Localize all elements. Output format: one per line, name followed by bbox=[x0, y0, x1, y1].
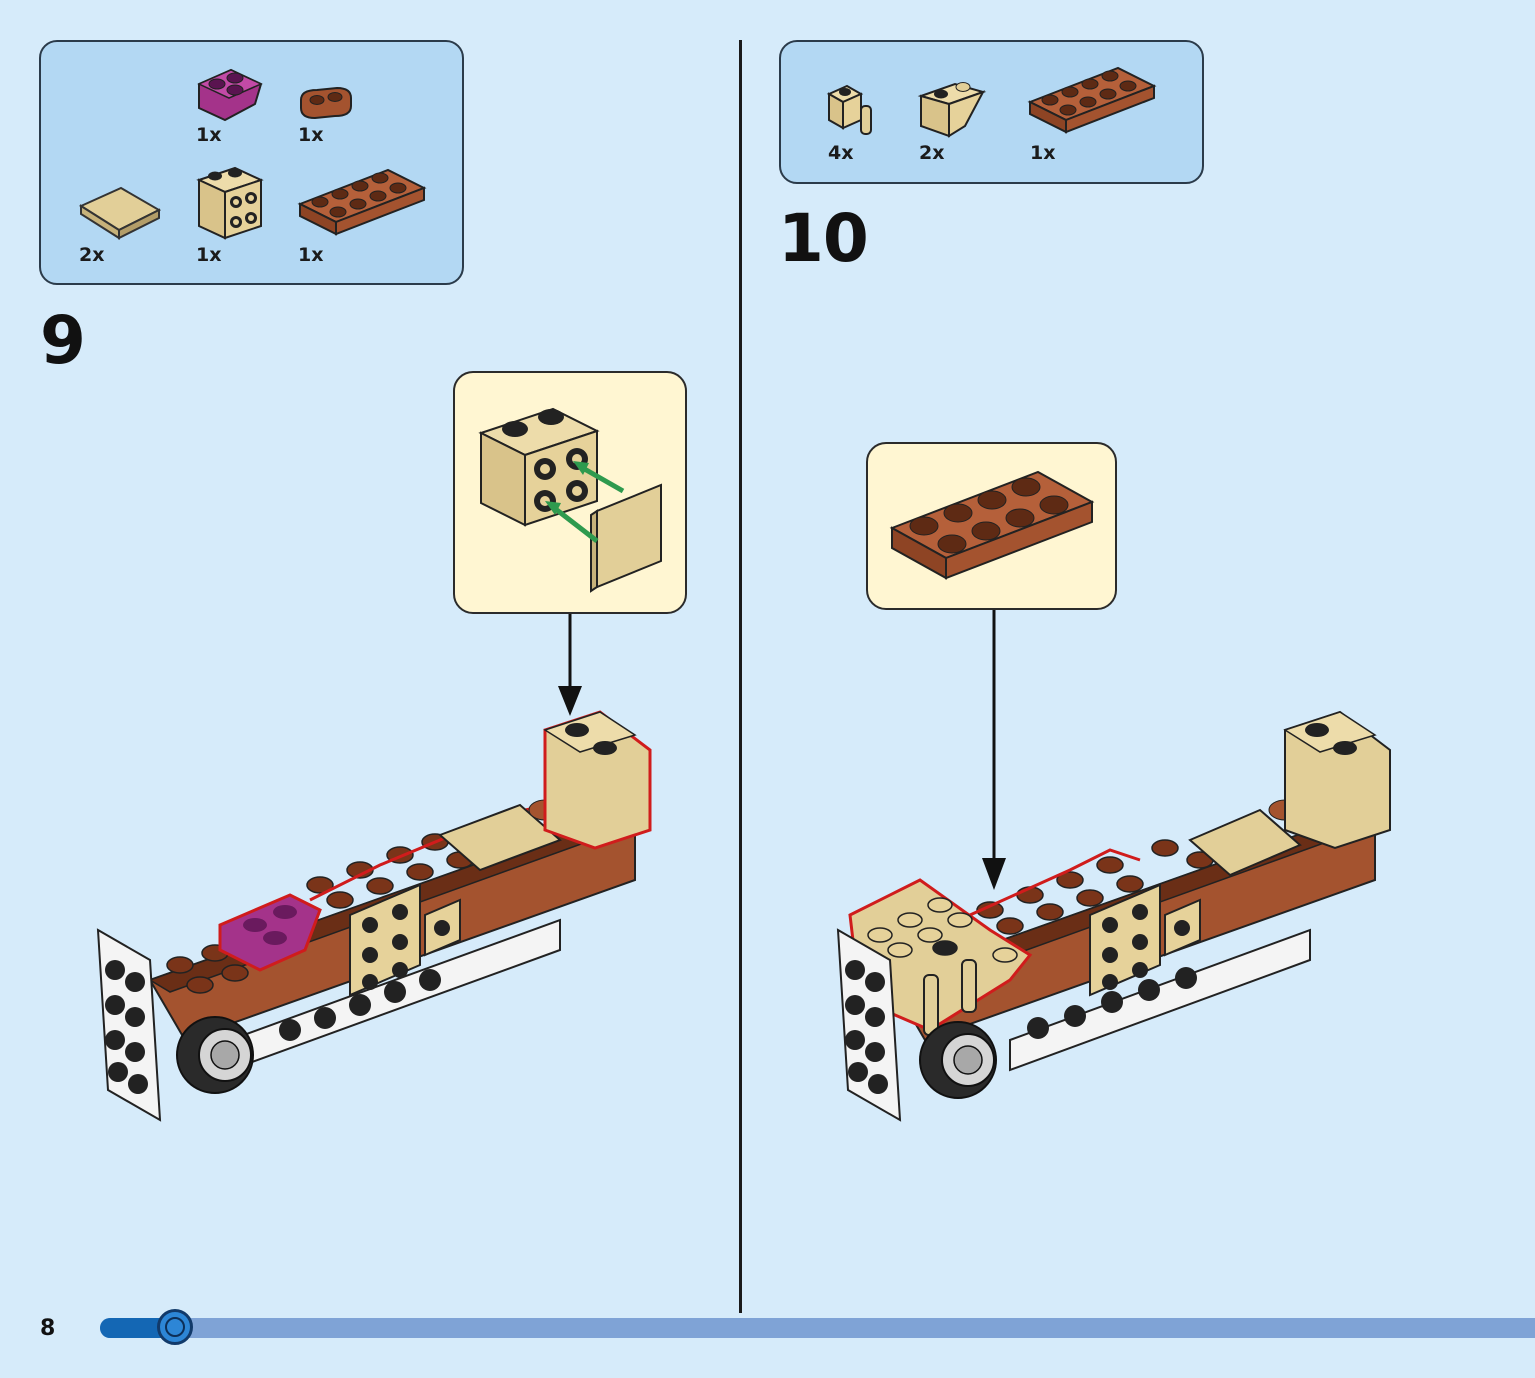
magenta-wedge-plate-icon bbox=[197, 68, 263, 122]
step9-parts-box: 1x 1x 2x 1x 1x bbox=[39, 40, 464, 285]
step9-callout bbox=[453, 371, 687, 614]
step9-vehicle-model bbox=[96, 710, 652, 1122]
step10-down-arrow bbox=[982, 610, 1006, 890]
part-qty: 4x bbox=[828, 142, 854, 164]
progress-knob[interactable] bbox=[156, 1309, 193, 1345]
reddish-brown-plate-2x4-icon bbox=[297, 168, 427, 236]
step-divider bbox=[739, 40, 742, 1313]
step9-down-arrow bbox=[558, 614, 582, 716]
progress-fill bbox=[100, 1318, 175, 1338]
part-qty: 1x bbox=[196, 244, 222, 266]
page-number: 8 bbox=[40, 1316, 56, 1341]
part-qty: 1x bbox=[298, 124, 324, 146]
step9-number: 9 bbox=[40, 302, 86, 379]
part-qty: 2x bbox=[919, 142, 945, 164]
step10-number: 10 bbox=[778, 200, 869, 277]
tan-brick-2x2-studs-on-side-icon bbox=[196, 166, 264, 240]
part-qty: 2x bbox=[79, 244, 105, 266]
tan-brick-tiles-attach-diagram bbox=[478, 407, 662, 593]
tan-brick-with-pin-icon bbox=[826, 84, 872, 135]
reddish-brown-plate-2x4-icon bbox=[1027, 66, 1157, 134]
part-qty: 1x bbox=[298, 244, 324, 266]
tan-inverted-slope-icon bbox=[917, 82, 987, 138]
step10-parts-box: 4x 2x 1x bbox=[779, 40, 1204, 184]
reddish-brown-plate-callout-diagram bbox=[889, 470, 1095, 580]
progress-track bbox=[100, 1318, 1535, 1338]
reddish-brown-round-plate-1x2-icon bbox=[300, 86, 352, 120]
step10-callout bbox=[866, 442, 1117, 610]
part-qty: 1x bbox=[1030, 142, 1056, 164]
tan-tile-2x2-icon bbox=[78, 186, 162, 240]
step10-vehicle-model bbox=[836, 710, 1391, 1122]
part-qty: 1x bbox=[196, 124, 222, 146]
